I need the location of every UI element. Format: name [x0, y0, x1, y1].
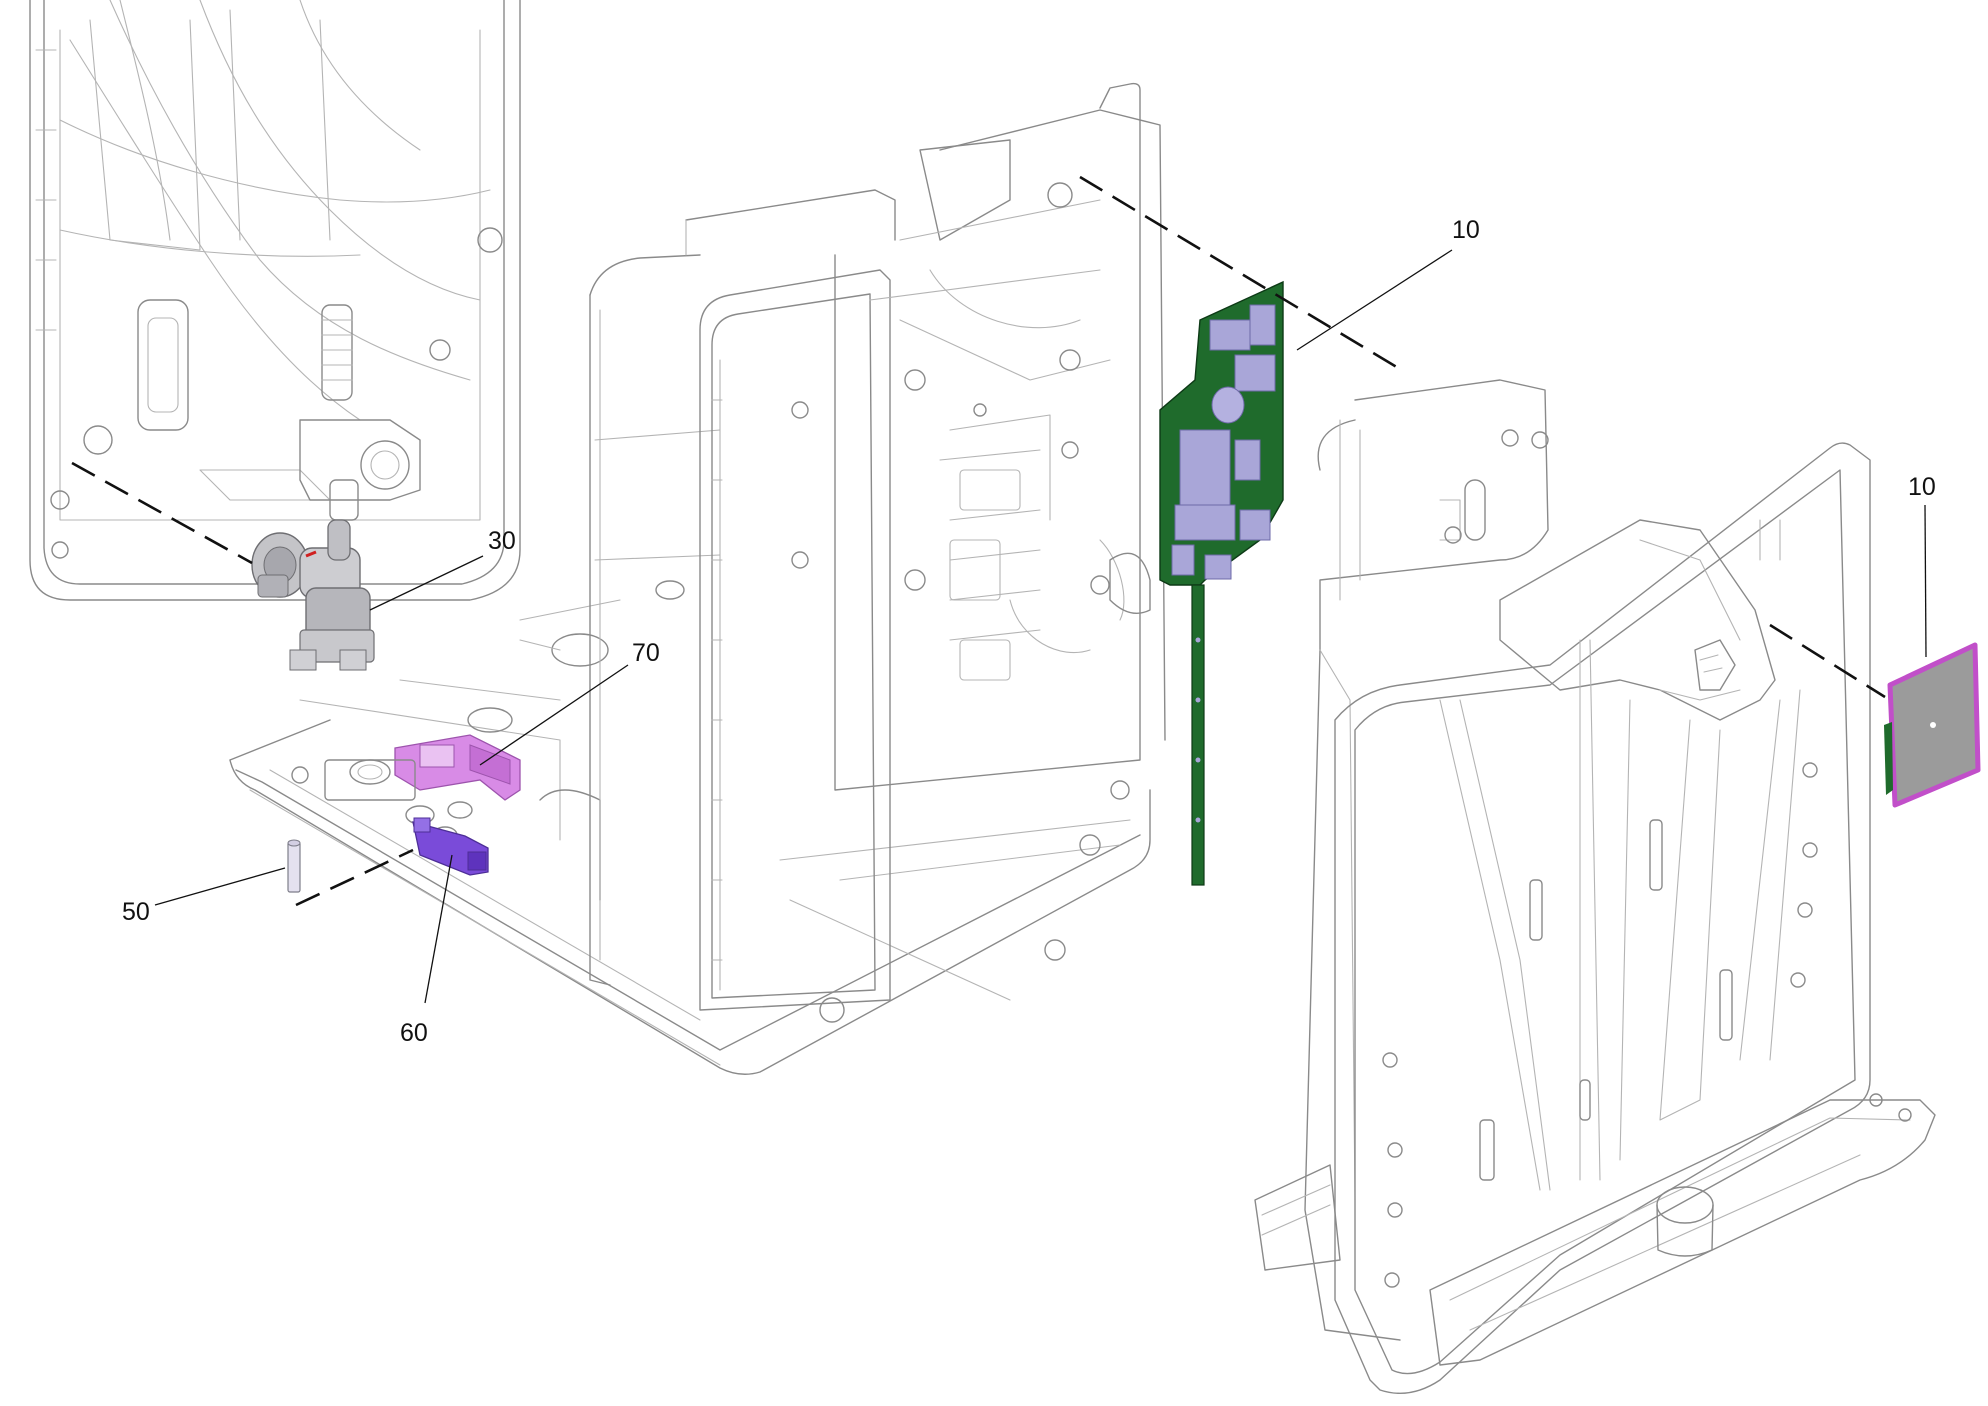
- callout-70: 70: [632, 639, 660, 667]
- pin-part: [287, 839, 301, 893]
- callout-30: 30: [488, 527, 516, 555]
- solenoid-valve-part: [251, 519, 375, 671]
- callout-50: 50: [122, 898, 150, 926]
- callout-10-panel: 10: [1908, 473, 1936, 501]
- inlet-hose-fitting: [299, 304, 421, 521]
- front-cover-part: [1254, 379, 1936, 1395]
- leader-lines: [154, 249, 1927, 1004]
- control-board-part: [1159, 280, 1284, 886]
- main-frame-part: [229, 82, 1166, 1075]
- rear-housing-part: [29, 0, 521, 601]
- callout-10-board: 10: [1452, 216, 1480, 244]
- clip-part: [412, 817, 489, 876]
- interface-panel-part: [1884, 642, 1981, 808]
- callout-60: 60: [400, 1019, 428, 1047]
- bracket-part: [394, 734, 521, 801]
- assembly-lines: [71, 175, 1886, 907]
